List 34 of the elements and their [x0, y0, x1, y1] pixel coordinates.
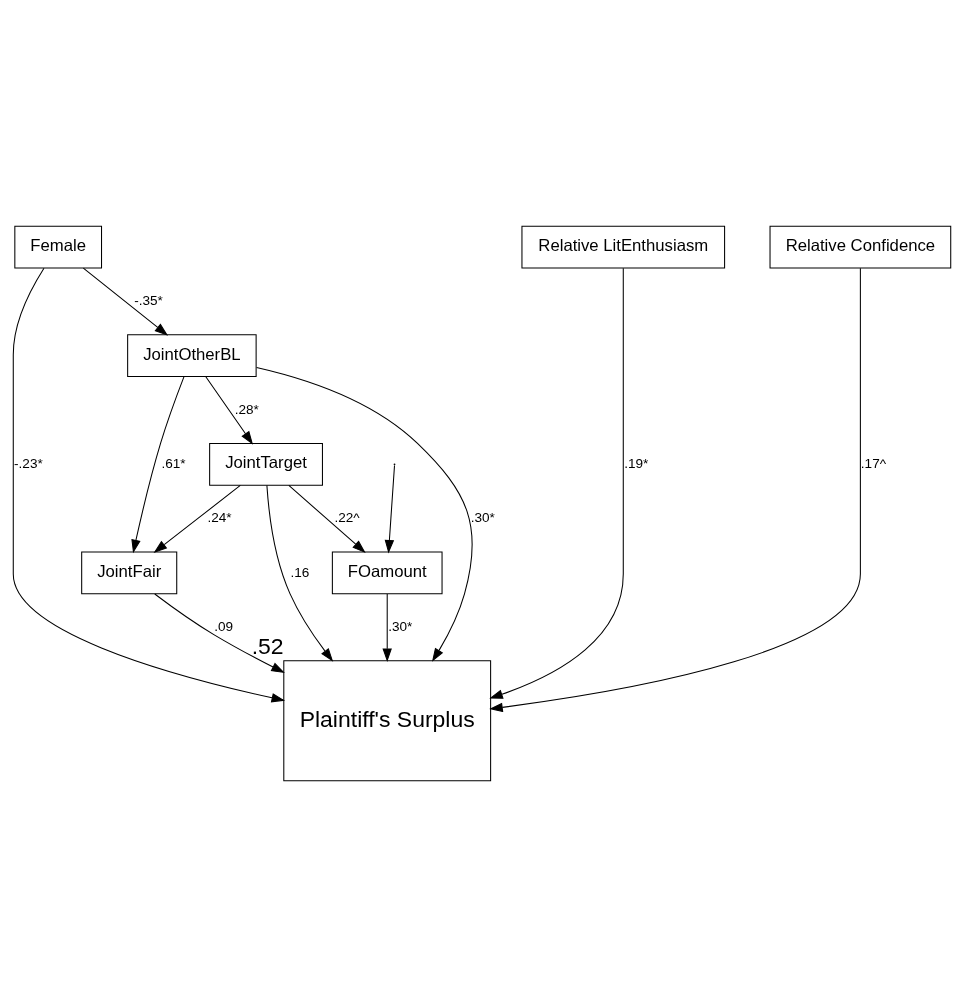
arrow: [82, 267, 168, 336]
arrow: [153, 593, 285, 673]
node-box: Female: [13, 225, 102, 269]
arrow: [265, 484, 333, 662]
edge-label: .30*: [387, 618, 412, 634]
arrow: [287, 484, 366, 553]
edge-label: .17^: [860, 455, 886, 471]
edge-label: .61*: [161, 455, 186, 471]
edge-label: .22^: [333, 510, 360, 526]
edge-label: .28*: [234, 401, 259, 417]
arrow: [384, 464, 395, 554]
edge-label: .19*: [623, 455, 648, 471]
node-box: Relative Confidence: [769, 225, 951, 269]
edge-label: -.35*: [133, 292, 163, 308]
edge-label: .16: [290, 564, 309, 580]
arrow: [204, 376, 253, 445]
node-box: Relative LitEnthusiasm: [520, 225, 725, 269]
edge-label: .24*: [206, 510, 232, 526]
node-box: Plaintiff's Surplus: [282, 660, 491, 782]
edge-label: -.23*: [13, 455, 43, 471]
arrow: [12, 267, 285, 703]
node-label: .52: [251, 633, 284, 660]
arrow: [255, 367, 473, 662]
arrow: [130, 376, 184, 554]
edge-label: .30*: [470, 510, 495, 526]
edge-label: .09: [213, 618, 233, 634]
arrow: [381, 593, 392, 662]
node-box: JointOtherBL: [126, 334, 257, 378]
arrow: [153, 484, 241, 553]
node-box: JointFair: [80, 551, 177, 595]
node-box: JointTarget: [208, 442, 323, 486]
arrow: [488, 267, 861, 713]
node-box: FOamount: [331, 551, 443, 595]
arrow: [488, 267, 624, 699]
